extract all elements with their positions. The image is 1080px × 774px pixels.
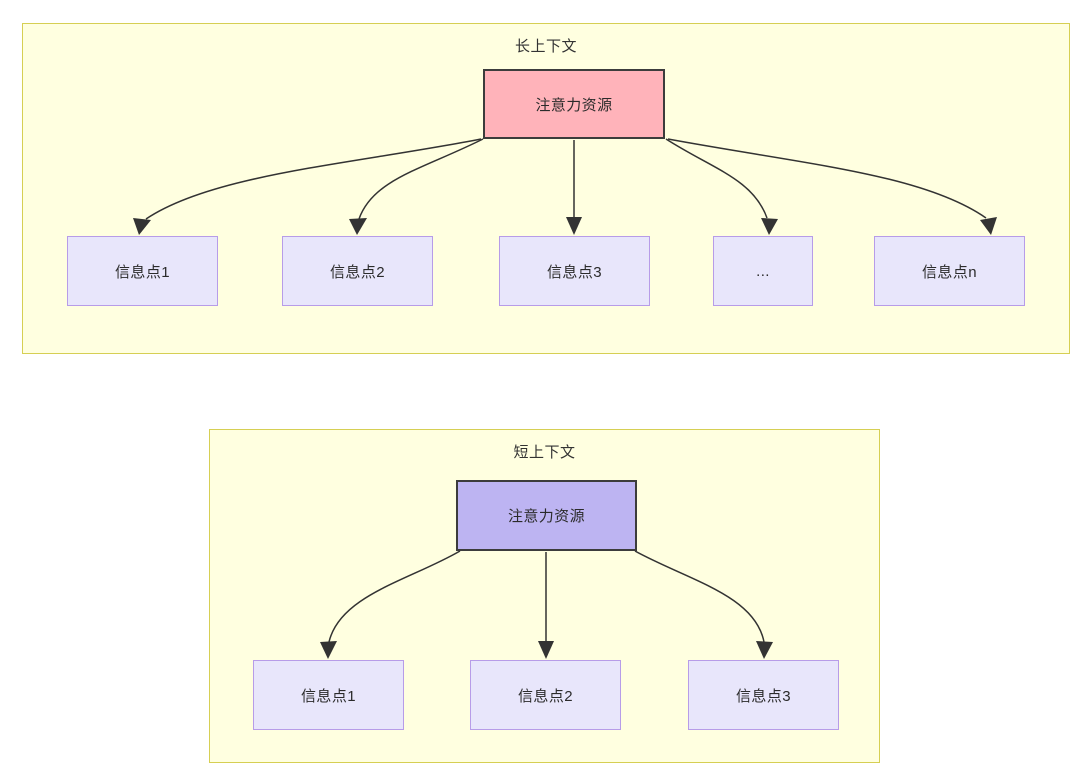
node-info-point-1-short-label: 信息点1 [301, 687, 356, 705]
arrowhead-info1 [133, 218, 151, 235]
node-info-point-n-long[interactable]: 信息点n [874, 236, 1025, 306]
panel-short-context: 短上下文 注意力资源 信息点1 信息点2 信息点3 [209, 429, 880, 763]
arrowhead-infon [980, 217, 997, 235]
node-info-point-ellipsis-long-label: ... [756, 262, 770, 280]
node-info-point-2-short-label: 信息点2 [518, 687, 573, 705]
arrowhead-dots [761, 218, 778, 235]
edge-root-to-infon [667, 138, 987, 219]
edge-root-to-dots [665, 138, 768, 219]
node-info-point-3-short[interactable]: 信息点3 [688, 660, 839, 730]
node-info-point-2-long-label: 信息点2 [330, 263, 385, 281]
node-info-point-1-long[interactable]: 信息点1 [67, 236, 218, 306]
panel-long-context-title: 长上下文 [514, 38, 577, 55]
node-info-point-2-long[interactable]: 信息点2 [282, 236, 433, 306]
edge-root-to-info1-short [328, 550, 461, 643]
edge-root-to-info3-short [634, 550, 765, 643]
arrowhead-info2 [349, 218, 367, 235]
edge-root-to-info1 [145, 138, 482, 220]
edge-root-to-info2 [358, 138, 484, 220]
node-info-point-3-long-label: 信息点3 [547, 263, 602, 281]
node-attention-resource-short[interactable]: 注意力资源 [456, 480, 637, 551]
node-info-point-3-long[interactable]: 信息点3 [499, 236, 650, 306]
panel-short-context-title: 短上下文 [513, 444, 576, 461]
node-info-point-1-long-label: 信息点1 [115, 263, 170, 281]
node-info-point-n-long-label: 信息点n [922, 263, 977, 281]
arrowhead-info1-short [320, 641, 337, 659]
node-info-point-3-short-label: 信息点3 [736, 687, 791, 705]
node-attention-resource-long[interactable]: 注意力资源 [483, 69, 665, 139]
node-info-point-ellipsis-long[interactable]: ... [713, 236, 813, 306]
arrowhead-info2-short [538, 641, 554, 659]
node-attention-resource-short-label: 注意力资源 [507, 508, 585, 525]
node-info-point-2-short[interactable]: 信息点2 [470, 660, 621, 730]
panel-long-context: 长上下文 注意力资源 信息点1 信息点2 信息点3 ... 信息点n [22, 23, 1070, 354]
node-attention-resource-long-label: 注意力资源 [535, 96, 613, 114]
arrowhead-info3-short [756, 641, 773, 659]
arrowhead-info3 [566, 217, 582, 235]
node-info-point-1-short[interactable]: 信息点1 [253, 660, 404, 730]
